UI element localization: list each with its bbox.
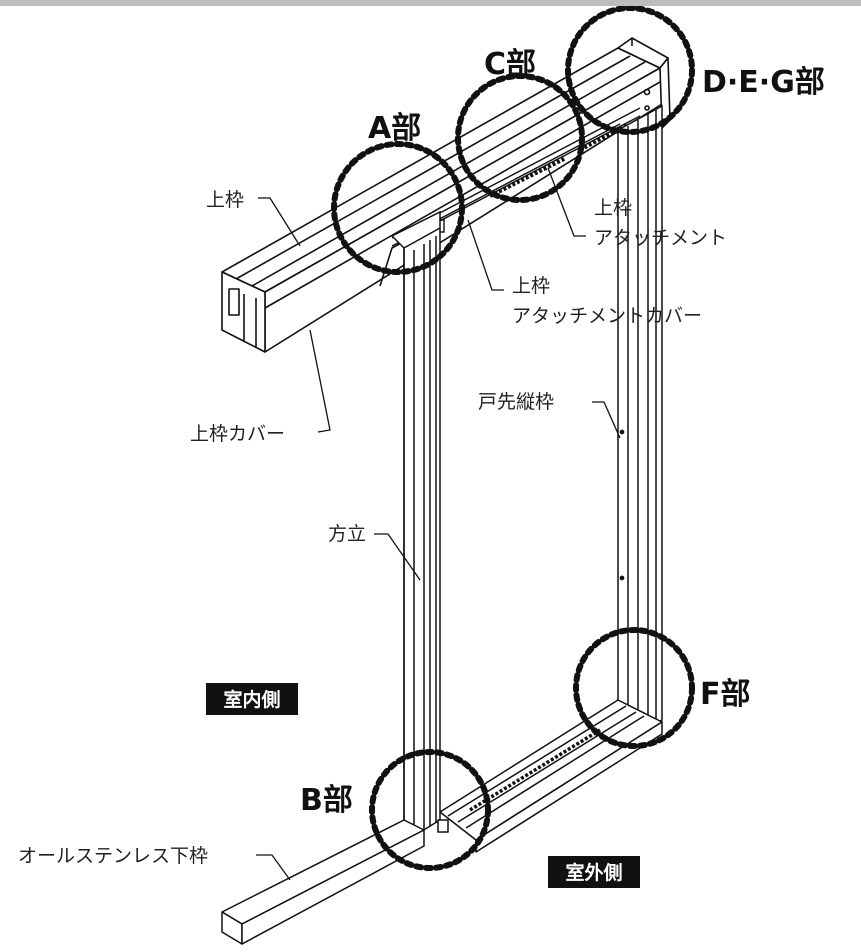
- top-bar: [0, 0, 861, 6]
- callout-ring-deg: [565, 5, 695, 135]
- callout-labels: A部 C部 D·E·G部 F部 B部: [300, 47, 825, 818]
- label-head-frame: 上枠: [206, 189, 244, 211]
- door-tip-jamb: [617, 104, 663, 733]
- callout-b: B部: [300, 783, 353, 818]
- callout-f: F部: [700, 677, 751, 712]
- label-door-tip-jamb: 戸先縦枠: [478, 391, 554, 413]
- callout-c: C部: [484, 47, 536, 82]
- mullion: [390, 210, 441, 844]
- callout-rings: [331, 5, 695, 871]
- callout-ring-c: [455, 73, 585, 203]
- label-attachment-cover-2: アタッチメントカバー: [512, 305, 702, 327]
- label-attachment-cover-1: 上枠: [512, 275, 550, 297]
- label-sill: オールステンレス下枠: [18, 845, 208, 867]
- sill: [221, 699, 663, 945]
- outdoor-tag-text: 室外側: [565, 861, 622, 884]
- label-head-attachment-1: 上枠: [594, 197, 632, 219]
- callout-ring-f: [573, 627, 695, 749]
- callout-a: A部: [368, 111, 421, 146]
- indoor-tag-text: 室内側: [223, 688, 280, 711]
- callout-ring-a: [331, 141, 465, 275]
- outdoor-tag: 室外側: [548, 856, 640, 888]
- callout-ring-b: [369, 749, 491, 871]
- label-head-frame-cover: 上枠カバー: [190, 423, 285, 445]
- callout-deg: D·E·G部: [702, 65, 825, 100]
- label-head-attachment-2: アタッチメント: [594, 227, 727, 249]
- label-mullion: 方立: [328, 523, 366, 545]
- part-labels: 上枠 上枠カバー 上枠 アタッチメント 上枠 アタッチメントカバー 戸先縦枠 方…: [18, 189, 727, 867]
- indoor-tag: 室内側: [206, 683, 298, 715]
- leader-lines: [256, 167, 621, 881]
